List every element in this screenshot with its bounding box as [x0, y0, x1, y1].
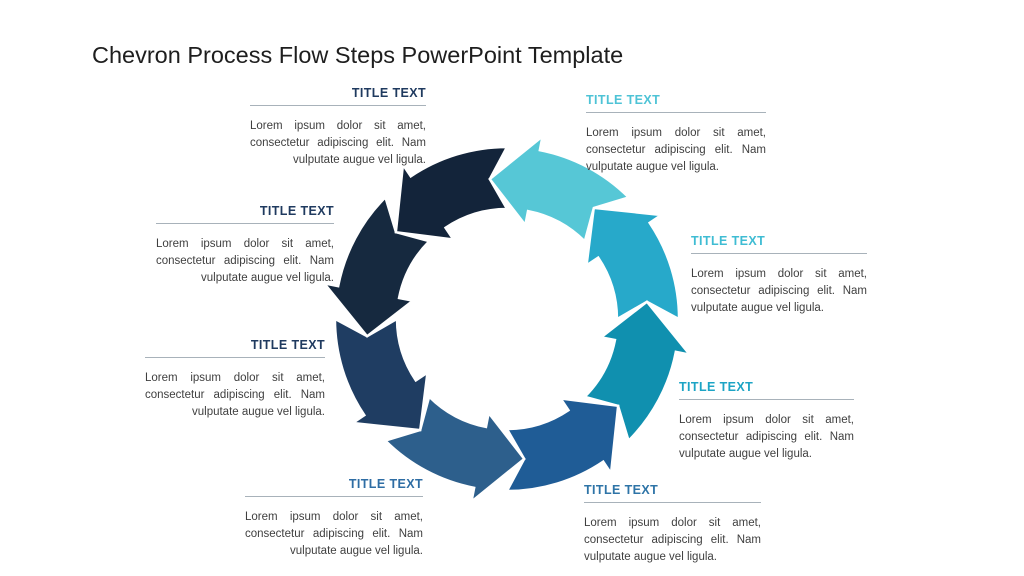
title-underline: [156, 223, 334, 224]
title-underline: [245, 496, 423, 497]
chevron-segment-step1: [488, 133, 631, 244]
chevron-segment-step2: [585, 206, 681, 322]
slide-title: Chevron Process Flow Steps PowerPoint Te…: [92, 41, 624, 68]
title-underline: [250, 105, 426, 106]
chevron-segment-step3: [582, 300, 693, 443]
step-title: TITLE TEXT: [691, 234, 766, 248]
chevron-segment-step7: [321, 195, 432, 338]
step-block-top-right: TITLE TEXT Lorem ipsum dolor sit amet, c…: [586, 93, 766, 176]
step-block-bottom-left: TITLE TEXT Lorem ipsum dolor sit amet, c…: [245, 477, 423, 560]
step-description: Lorem ipsum dolor sit amet, consectetur …: [691, 268, 867, 314]
title-underline: [691, 253, 867, 254]
step-block-right-lower: TITLE TEXT Lorem ipsum dolor sit amet, c…: [679, 380, 854, 463]
step-title: TITLE TEXT: [348, 477, 423, 491]
title-underline: [584, 502, 761, 503]
step-title: TITLE TEXT: [351, 86, 426, 100]
title-underline: [679, 399, 854, 400]
step-description: Lorem ipsum dolor sit amet, consectetur …: [679, 414, 854, 460]
step-block-left-lower: TITLE TEXT Lorem ipsum dolor sit amet, c…: [145, 338, 325, 421]
step-block-right-upper: TITLE TEXT Lorem ipsum dolor sit amet, c…: [691, 234, 867, 317]
step-title: TITLE TEXT: [586, 93, 661, 107]
step-description: Lorem ipsum dolor sit amet, consectetur …: [584, 517, 761, 563]
step-title: TITLE TEXT: [679, 380, 754, 394]
step-description: Lorem ipsum dolor sit amet, consectetur …: [156, 238, 334, 284]
title-underline: [586, 112, 766, 113]
step-title: TITLE TEXT: [584, 483, 659, 497]
step-title: TITLE TEXT: [259, 204, 334, 218]
title-underline: [145, 357, 325, 358]
step-title: TITLE TEXT: [250, 338, 325, 352]
chevron-segment-step8: [394, 145, 510, 241]
chevron-segment-step6: [333, 316, 429, 432]
step-block-bottom-right: TITLE TEXT Lorem ipsum dolor sit amet, c…: [584, 483, 761, 566]
step-block-top-left: TITLE TEXT Lorem ipsum dolor sit amet, c…: [250, 86, 426, 169]
step-description: Lorem ipsum dolor sit amet, consectetur …: [145, 372, 325, 418]
step-description: Lorem ipsum dolor sit amet, consectetur …: [250, 120, 426, 166]
chevron-segment-step5: [383, 394, 526, 505]
step-block-left-middle: TITLE TEXT Lorem ipsum dolor sit amet, c…: [156, 204, 334, 287]
chevron-segment-step4: [504, 397, 620, 493]
step-description: Lorem ipsum dolor sit amet, consectetur …: [586, 127, 766, 173]
step-description: Lorem ipsum dolor sit amet, consectetur …: [245, 511, 423, 557]
